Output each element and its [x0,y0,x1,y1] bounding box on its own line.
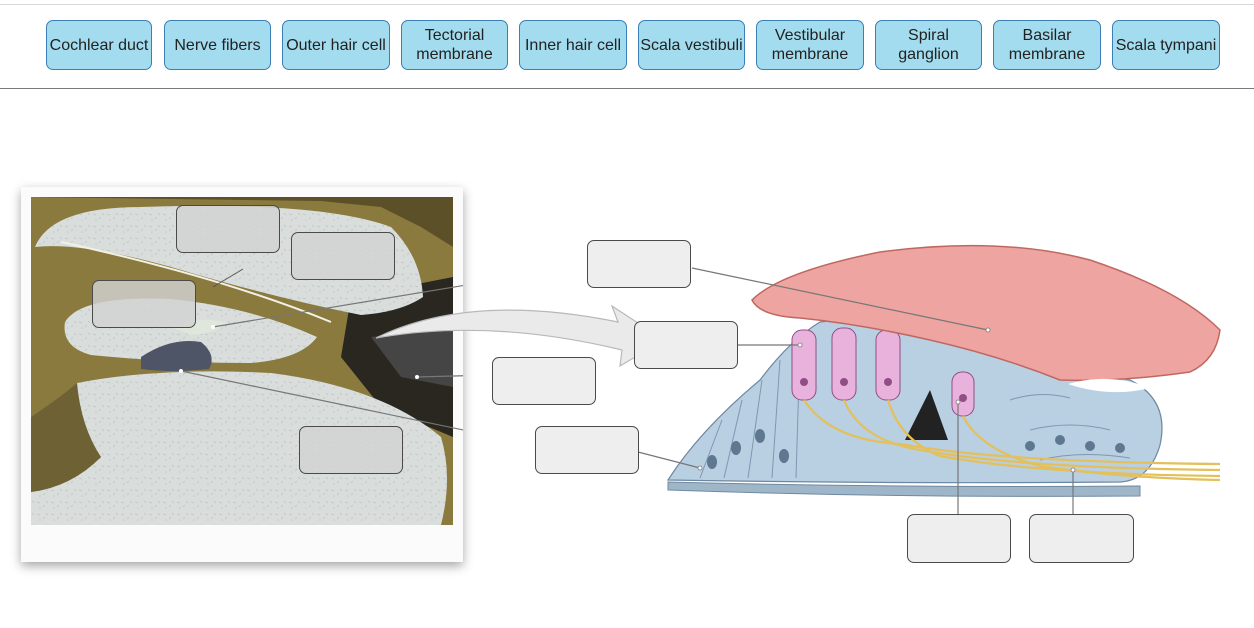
label-chip-tectorial-membrane[interactable]: Tectorial membrane [401,20,508,70]
label-chip-scala-tympani[interactable]: Scala tympani [1112,20,1220,70]
drop-target-mid-3[interactable] [492,357,596,405]
drop-target-mid-2[interactable] [634,321,738,369]
drop-target-photo-3[interactable] [92,280,196,328]
drop-target-bottom-1[interactable] [907,514,1011,563]
tectorial-membrane-shape [751,244,1221,382]
top-rule [0,4,1254,5]
drop-target-bottom-2[interactable] [1029,514,1134,563]
drop-target-mid-1[interactable] [587,240,691,288]
drop-target-photo-2[interactable] [291,232,395,280]
bank-divider [0,88,1254,89]
drop-target-mid-4[interactable] [535,426,639,474]
label-chip-scala-vestibuli[interactable]: Scala vestibuli [638,20,745,70]
drop-target-photo-1[interactable] [176,205,280,253]
drop-target-photo-4[interactable] [299,426,403,474]
label-chip-basilar-membrane[interactable]: Basilar membrane [993,20,1101,70]
label-chip-inner-hair-cell[interactable]: Inner hair cell [519,20,627,70]
label-chip-outer-hair-cell[interactable]: Outer hair cell [282,20,390,70]
label-chip-vestibular-membrane[interactable]: Vestibular membrane [756,20,864,70]
word-bank: Cochlear duct Nerve fibers Outer hair ce… [0,0,1254,88]
label-chip-nerve-fibers[interactable]: Nerve fibers [164,20,271,70]
label-chip-cochlear-duct[interactable]: Cochlear duct [46,20,152,70]
label-chip-spiral-ganglion[interactable]: Spiral ganglion [875,20,982,70]
